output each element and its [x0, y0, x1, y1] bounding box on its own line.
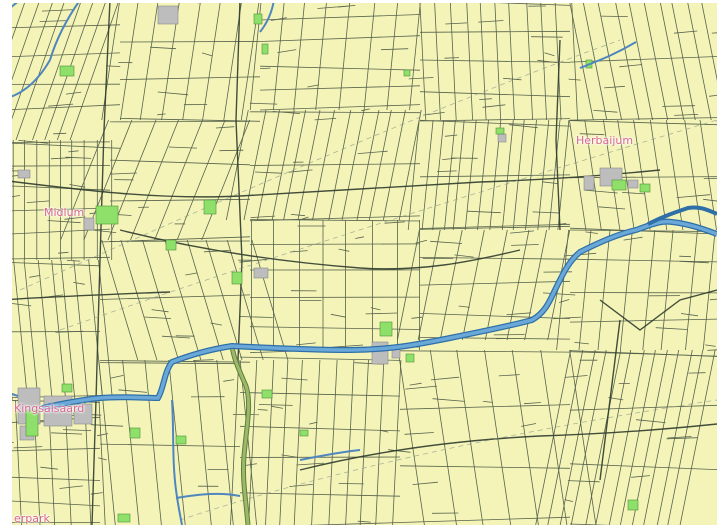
parcel-boundary: [679, 256, 691, 257]
left-edge: [0, 0, 12, 525]
parcel-boundary: [601, 16, 628, 17]
top-edge: [0, 0, 717, 3]
parcel-boundary: [53, 133, 66, 134]
parcel-boundary: [260, 68, 270, 69]
parcel-boundary: [110, 121, 250, 122]
parcel-boundary: [531, 37, 563, 38]
